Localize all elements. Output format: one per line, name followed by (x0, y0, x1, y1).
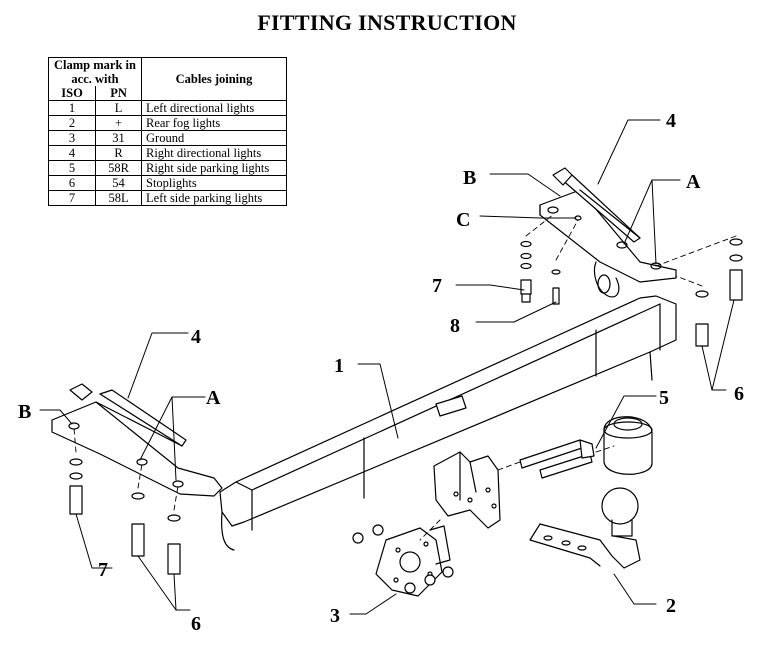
page-title: FITTING INSTRUCTION (257, 10, 517, 35)
callout-7-right: 7 (432, 275, 442, 297)
callout-labels: 4 B A C 7 8 6 4 B A 1 5 2 3 7 6 (18, 110, 744, 635)
wiring-table: Clamp mark in acc. with Cables joining I… (47, 57, 287, 206)
header-clamp-mark: Clamp mark in acc. with (48, 57, 142, 86)
left-bolt-sets (69, 458, 181, 575)
callout-5: 5 (659, 387, 669, 409)
left-mounting-bracket (51, 383, 223, 497)
callout-6-left: 6 (191, 613, 201, 635)
ball-mount-plate (433, 395, 501, 529)
callout-6-right: 6 (734, 383, 744, 405)
callout-3: 3 (330, 605, 340, 627)
tow-ball-and-cap (529, 416, 653, 569)
electrical-socket-plate (352, 524, 454, 597)
callout-a-left: A (206, 387, 221, 409)
right-mounting-bracket (539, 167, 677, 298)
callout-c: C (456, 209, 470, 231)
callout-a-right: A (686, 171, 701, 193)
callout-b-right: B (463, 167, 476, 189)
callout-7-left: 7 (98, 559, 108, 581)
callout-4-left: 4 (191, 326, 201, 348)
table-row: 2+Rear fog lights (47, 115, 287, 131)
center-bolts (519, 439, 595, 479)
callout-8: 8 (450, 315, 460, 337)
leader-lines (39, 119, 735, 615)
callout-2: 2 (666, 595, 676, 617)
callout-4-right: 4 (666, 110, 676, 132)
callout-b-left: B (18, 401, 31, 423)
callout-1: 1 (334, 355, 344, 377)
